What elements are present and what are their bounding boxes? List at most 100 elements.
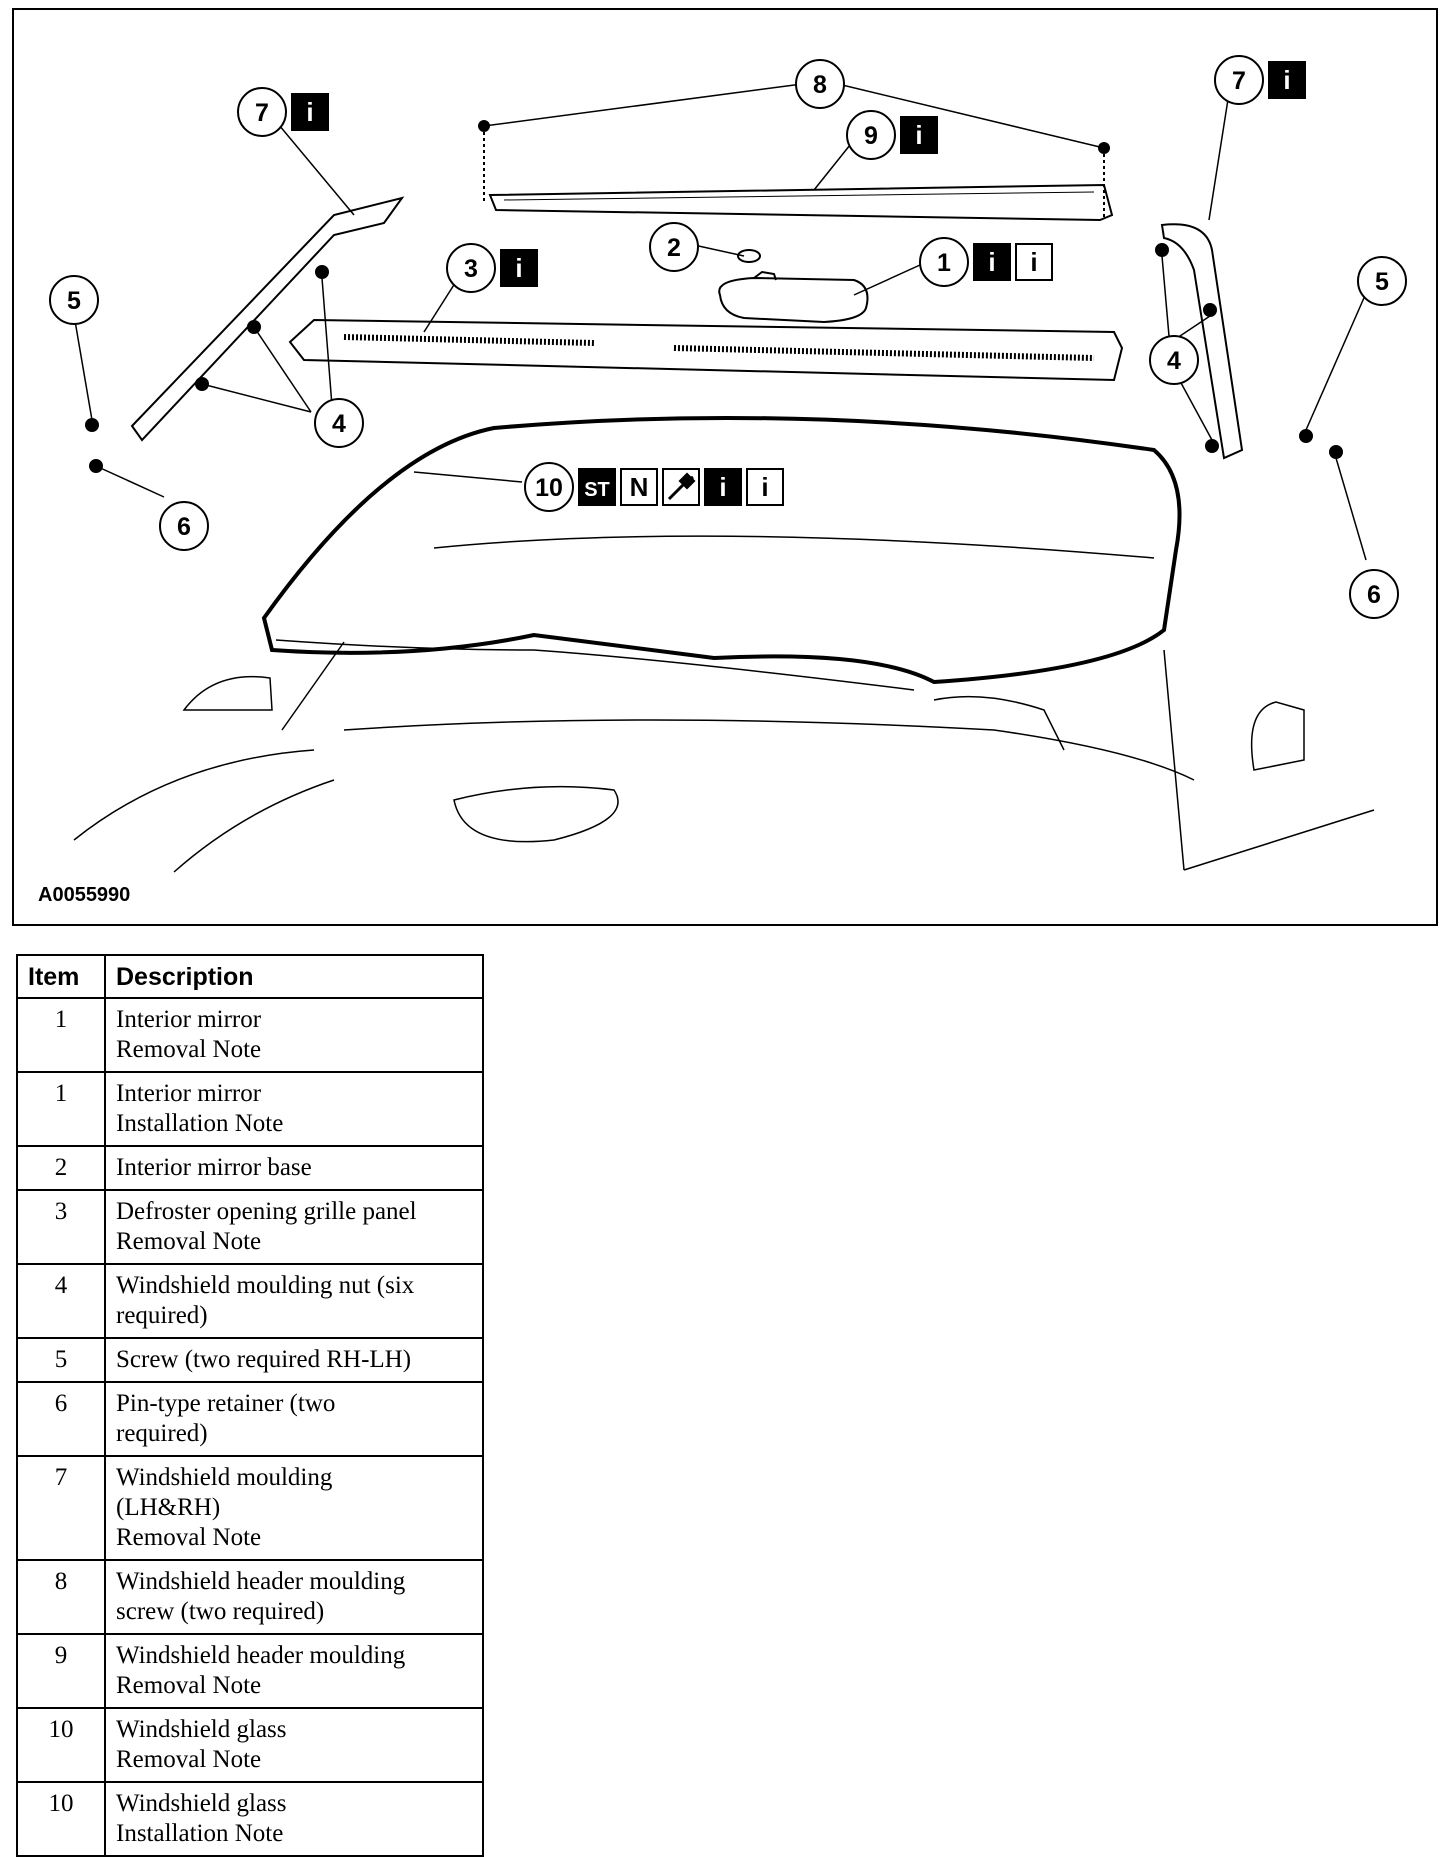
callout-circle <box>446 243 496 293</box>
callout-number: 6 <box>177 513 191 541</box>
description-line: required) <box>116 1420 208 1447</box>
callout-circle <box>1349 569 1399 619</box>
item-number: 3 <box>16 1189 106 1265</box>
callout-number: 1 <box>937 249 951 277</box>
description-line: Interior mirror <box>116 1080 262 1107</box>
interior-mirror-shape <box>718 276 869 324</box>
item-number: 5 <box>16 1337 106 1383</box>
description-line: Removal Note <box>116 1036 262 1063</box>
callout-circle <box>1214 55 1264 105</box>
vehicle-body-outline <box>73 535 1375 873</box>
table-row: 8 Windshield header moulding screw (two re… <box>16 1559 484 1635</box>
callout-circle <box>49 275 99 325</box>
description-line: Screw (two required RH-LH) <box>116 1346 412 1373</box>
badge-label: N <box>630 472 649 502</box>
item-number: 8 <box>16 1559 106 1635</box>
callout-circle <box>846 110 896 160</box>
item-number: 6 <box>16 1381 106 1457</box>
item-description: Pin-type retainer (two required) <box>104 1381 484 1457</box>
item-number: 10 <box>16 1781 106 1857</box>
item-number: 1 <box>16 1071 106 1147</box>
badge-label: ST <box>584 479 610 501</box>
callout-circle <box>1357 256 1407 306</box>
callout-4: 4 <box>1149 335 1199 385</box>
callout-circle <box>524 462 574 512</box>
item-description: Windshield moulding(LH&RH)Removal Note <box>104 1455 484 1561</box>
callout-circle <box>919 237 969 287</box>
description-line: Installation Note <box>116 1110 284 1137</box>
item-description: Screw (two required RH-LH) <box>104 1337 484 1383</box>
table-header-row: Item Description <box>16 954 484 999</box>
badge-label: i <box>515 253 522 283</box>
item-number: 1 <box>16 997 106 1073</box>
mirror-base-shape <box>737 249 761 263</box>
badge-label: i <box>1283 65 1290 95</box>
badge-label: i <box>306 97 313 127</box>
callout-6: 6 <box>1349 569 1399 619</box>
callout-number: 7 <box>255 99 269 127</box>
description-line: Windshield header moulding <box>116 1568 406 1595</box>
callout-4: 4 <box>314 398 364 448</box>
callout-number: 2 <box>667 234 681 262</box>
moulding-right-shape <box>1160 223 1244 460</box>
figure-id: A0055990 <box>38 884 131 906</box>
info-icon: i <box>291 93 329 131</box>
info-icon: i <box>1015 243 1053 281</box>
callout-number: 8 <box>813 71 827 99</box>
header-screw-right <box>1098 142 1110 220</box>
parts-drawing <box>73 83 1375 873</box>
windshield-glass-shape <box>261 415 1182 685</box>
description-line: required) <box>116 1302 208 1329</box>
table-row: 5 Screw (two required RH-LH) <box>16 1337 484 1383</box>
description-line: Defroster opening grille panel <box>116 1198 417 1225</box>
callout-circle <box>1149 335 1199 385</box>
callout-circle <box>237 87 287 137</box>
header-item: Item <box>16 954 106 999</box>
badge-label: i <box>761 472 768 502</box>
description-line: Interior mirror <box>116 1006 262 1033</box>
item-description: Interior mirror base <box>104 1145 484 1191</box>
callout-number: 7 <box>1232 67 1246 95</box>
item-number: 9 <box>16 1633 106 1709</box>
description-line: Pin-type retainer (two <box>116 1390 336 1417</box>
callout-number: 9 <box>864 122 878 150</box>
callout-circle <box>314 398 364 448</box>
moulding-nuts <box>195 243 1219 453</box>
callout-number: 4 <box>1167 347 1181 375</box>
table-row: 6 Pin-type retainer (two required) <box>16 1381 484 1457</box>
header-moulding-shape <box>488 183 1114 222</box>
header-description: Description <box>104 954 484 999</box>
info-icon: i <box>704 468 742 506</box>
description-line: Windshield glass <box>116 1716 287 1743</box>
info-icon: i <box>500 249 538 287</box>
callout-number: 5 <box>1375 268 1389 296</box>
description-line: Removal Note <box>116 1228 262 1255</box>
callout-circle <box>649 222 699 272</box>
info-icon: i <box>900 116 938 154</box>
badge-label: i <box>1030 247 1037 277</box>
description-line: Interior mirror base <box>116 1154 312 1181</box>
special-tool-icon: ST <box>578 468 616 506</box>
description-line: Removal Note <box>116 1672 262 1699</box>
item-number: 2 <box>16 1145 106 1191</box>
item-number: 4 <box>16 1263 106 1339</box>
moulding-left-shape <box>130 196 405 442</box>
description-line: screw (two required) <box>116 1598 325 1625</box>
